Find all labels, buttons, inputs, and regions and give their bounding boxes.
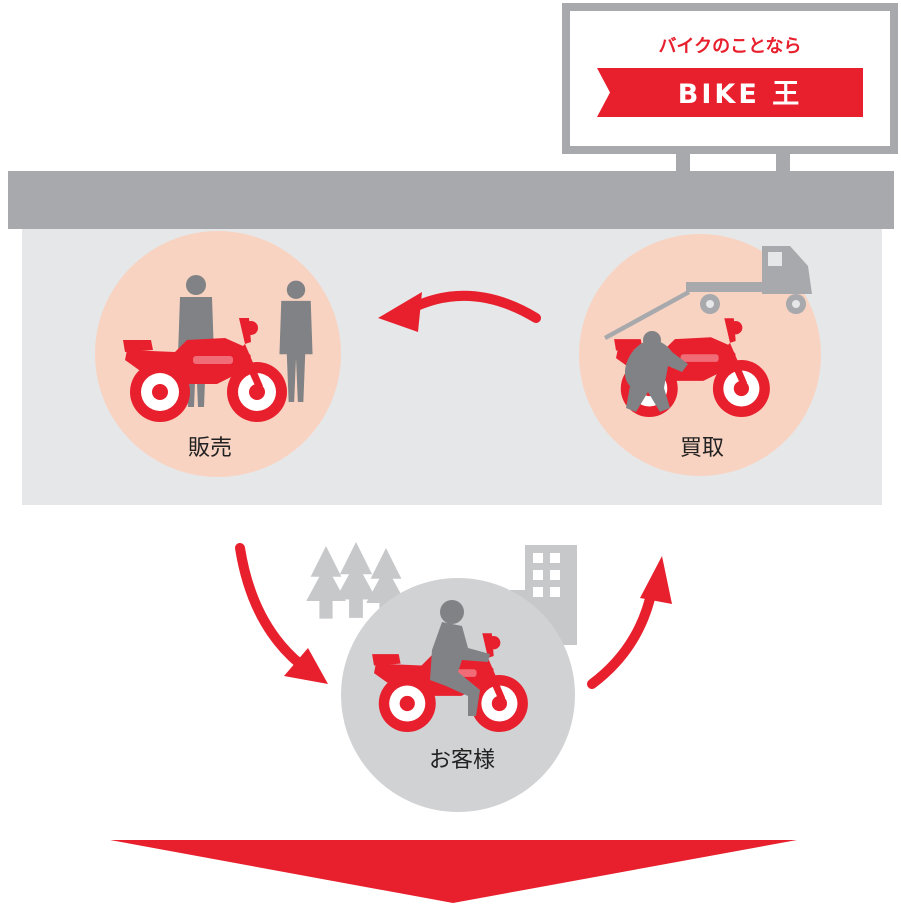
sales-label: 販売 bbox=[188, 436, 232, 461]
sales-node: 販売 bbox=[95, 231, 341, 477]
store-roof bbox=[8, 171, 894, 229]
logo-banner bbox=[597, 68, 863, 117]
customer-node: お客様 bbox=[306, 542, 577, 812]
signboard-tagline: バイクのことなら bbox=[658, 36, 801, 57]
purchase-node: 買取 bbox=[579, 234, 821, 476]
customer-label: お客様 bbox=[429, 748, 495, 773]
purchase-label: 買取 bbox=[680, 436, 724, 461]
rider-icon bbox=[430, 622, 490, 716]
tree-icon bbox=[335, 542, 377, 618]
truck-icon bbox=[604, 246, 812, 340]
logo-text: BIKE 王 bbox=[678, 79, 802, 110]
crouching-person-icon bbox=[624, 340, 688, 412]
arrow-icon bbox=[378, 290, 541, 332]
arrow-icon bbox=[235, 543, 328, 684]
tree-icon bbox=[306, 546, 346, 619]
arrow-icon bbox=[587, 556, 672, 689]
signboard: バイクのことなら BIKE 王 bbox=[562, 3, 898, 172]
down-arrow-icon bbox=[110, 840, 797, 903]
